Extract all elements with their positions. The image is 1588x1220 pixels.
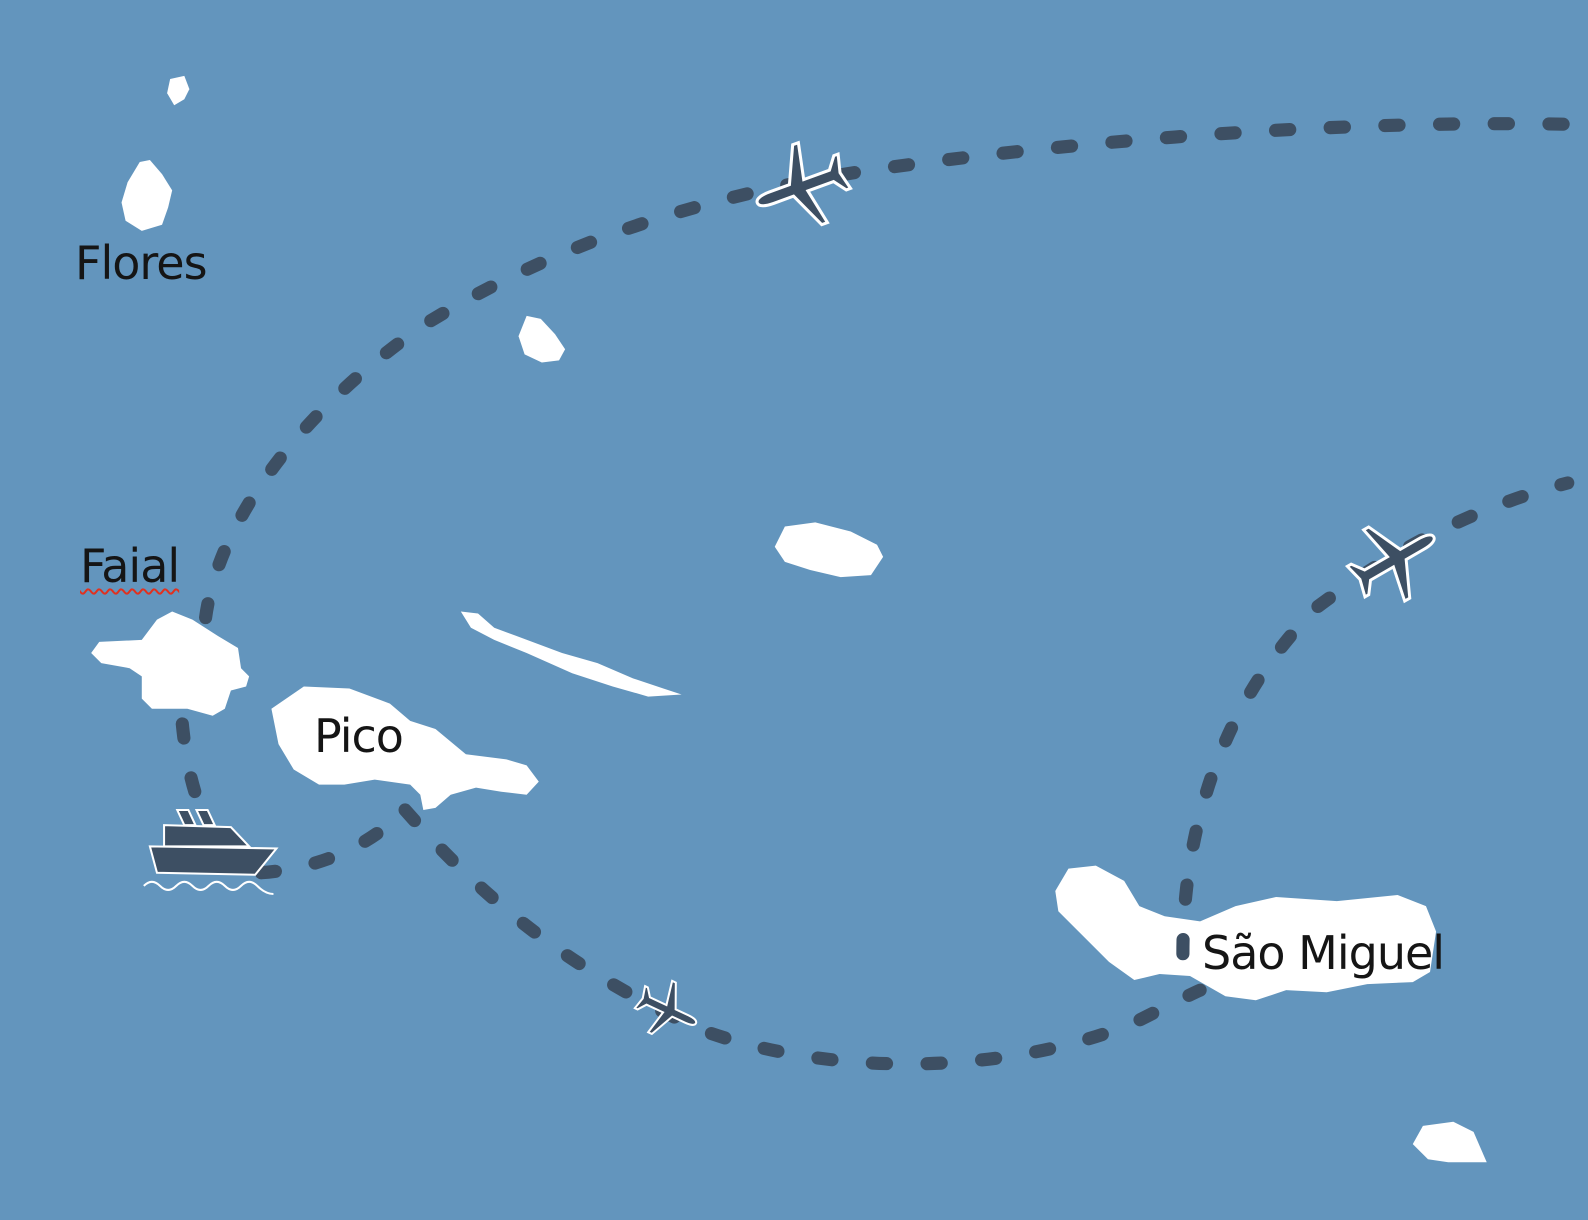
ferry-route-faial	[175, 717, 205, 807]
flight-route-south	[398, 803, 1207, 1071]
ferry-route-pico	[254, 803, 412, 880]
flight-route-north	[199, 117, 1587, 625]
island-corvo	[167, 75, 190, 106]
island-sao-miguel	[1055, 865, 1437, 1001]
island-faial	[91, 611, 250, 716]
island-terceira	[774, 522, 884, 578]
island-graciosa	[518, 315, 566, 363]
airplane-icon	[755, 140, 853, 227]
island-pico	[271, 686, 539, 810]
island-santa-maria	[1412, 1121, 1487, 1163]
flight-route-sao-miguel	[1176, 476, 1575, 961]
label-pico: Pico	[314, 709, 404, 763]
island-flores	[121, 159, 173, 231]
airplane-icon	[633, 979, 698, 1036]
island-sao-jorge	[460, 611, 682, 697]
label-sao-miguel: São Miguel	[1202, 926, 1445, 980]
label-flores: Flores	[75, 236, 208, 290]
label-faial: Faial	[80, 539, 180, 593]
airplane-icon	[1344, 525, 1436, 604]
ship-icon	[143, 808, 279, 896]
